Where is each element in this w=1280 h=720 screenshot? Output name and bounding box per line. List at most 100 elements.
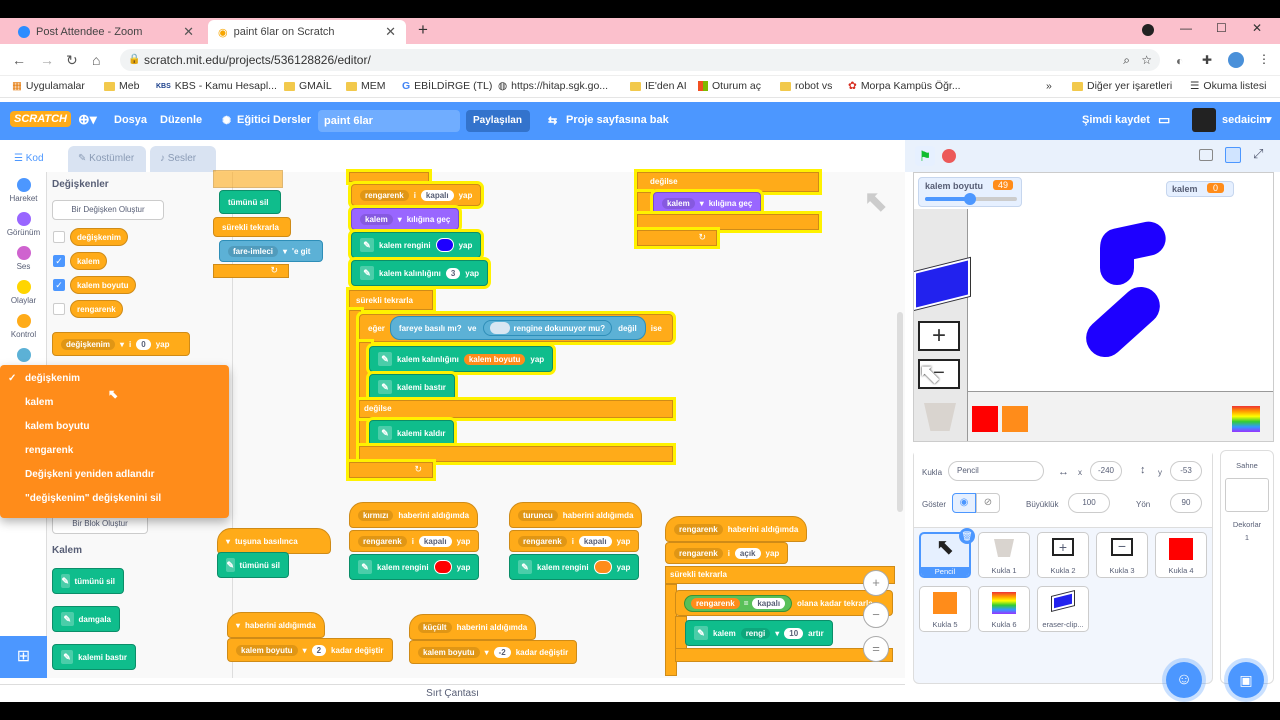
menu-item-rename[interactable]: Değişkeni yeniden adlandır (25, 469, 155, 480)
value-input[interactable]: kapalı (578, 535, 612, 547)
message-dropdown[interactable]: turuncu (518, 509, 558, 521)
sprite-thumb[interactable]: Kukla 5 (919, 586, 971, 632)
orange-color-button[interactable] (1002, 406, 1028, 432)
menu-edit[interactable]: Düzenle (160, 114, 203, 126)
sprite-name-input[interactable]: Pencil (948, 461, 1044, 481)
forever-block[interactable]: sürekli tekrarla (213, 217, 291, 237)
color-swatch[interactable] (435, 238, 454, 252)
var-dropdown[interactable]: rengarenk (358, 535, 407, 547)
share-button[interactable]: Paylaşılan (466, 110, 530, 132)
color-swatch[interactable] (489, 322, 510, 334)
puzzle-icon[interactable]: ✚ (1202, 53, 1213, 67)
var-dropdown[interactable]: rengarenk (518, 535, 567, 547)
pen-clear-block[interactable]: ✎tümünü sil (52, 568, 124, 594)
code-workspace[interactable]: tümünü sil sürekli tekrarla fare-imleci▾… (213, 170, 905, 678)
var-reporter[interactable]: rengarenk (70, 300, 123, 318)
tab-sounds[interactable]: ♪ Sesler (150, 146, 216, 172)
normal-stage-icon[interactable] (1225, 147, 1241, 163)
sprite-thumb[interactable]: Kukla 6 (978, 586, 1030, 632)
menu-item-var[interactable]: rengarenk (25, 445, 74, 456)
bookmark-oturum[interactable]: Oturum aç (698, 80, 761, 92)
var-reporter[interactable]: kalem boyutu (463, 353, 526, 365)
bookmark-reading-list[interactable]: ☰Okuma listesi (1190, 80, 1266, 92)
zoom-in-button[interactable]: + (863, 570, 889, 596)
var-checkbox-checked[interactable]: ✓ (53, 279, 65, 291)
sprite-thumb[interactable]: Kukla 4 (1155, 532, 1207, 578)
bookmark-hitap[interactable]: ◍https://hitap.sgk.go... (498, 80, 608, 92)
green-flag-icon[interactable]: ⚑ (915, 146, 935, 166)
var-dropdown[interactable]: rengarenk (360, 189, 409, 201)
zoom-reset-button[interactable]: = (863, 636, 889, 662)
var-checkbox[interactable] (53, 231, 65, 243)
minus-tool-icon[interactable]: − (918, 359, 960, 389)
menu-file[interactable]: Dosya (114, 114, 148, 126)
globe-icon[interactable]: ⊕▾ (78, 111, 97, 127)
browser-tab-scratch[interactable]: ◉ paint 6lar on Scratch ✕ (208, 20, 406, 44)
scratch-logo[interactable]: SCRATCH (10, 111, 71, 127)
menu-item-delete[interactable]: "değişkenim" değişkenini sil (25, 493, 162, 504)
var-reporter[interactable]: kalem boyutu (70, 276, 136, 294)
menu-item-var[interactable]: kalem boyutu (25, 421, 90, 432)
repeat-until-block[interactable]: rengarenk=kapalı olana kadar tekrarla (675, 590, 893, 616)
menu-tutorials[interactable]: Eğitici Dersler (237, 114, 311, 126)
user-menu[interactable]: sedaicim (1222, 114, 1270, 126)
sprite-thumb[interactable]: −Kukla 3 (1096, 532, 1148, 578)
profile-avatar[interactable] (1228, 52, 1244, 68)
goto-block[interactable]: fare-imleci▾'e git (219, 240, 323, 262)
close-icon[interactable]: ✕ (183, 24, 194, 39)
forever-block-main[interactable]: sürekli tekrarla (349, 290, 433, 310)
pen-stamp-block[interactable]: ✎damgala (52, 606, 120, 632)
value-input[interactable]: kapalı (418, 535, 452, 547)
size-input[interactable]: 100 (1068, 493, 1110, 513)
add-extension-button[interactable]: ⊞ (0, 636, 47, 678)
costume-dropdown[interactable]: kalem (360, 213, 393, 225)
zoom-lens-icon[interactable]: ⌕ (1123, 53, 1130, 67)
extension-icon[interactable]: ◐ (1176, 54, 1184, 68)
category-motion[interactable]: Hareket (0, 178, 47, 203)
minimize-icon[interactable]: — (1180, 21, 1192, 35)
category-events[interactable]: Olaylar (0, 280, 47, 305)
make-variable-button[interactable]: Bir Değişken Oluştur (52, 200, 164, 220)
pen-clear-block[interactable]: ✎tümünü sil (217, 552, 289, 578)
costume-dropdown[interactable]: kalem (662, 197, 695, 209)
mouse-down-condition[interactable]: fareye basılı mı? (398, 323, 462, 333)
bookmark-apps[interactable]: ▦Uygulamalar (12, 80, 85, 92)
menu-item-var[interactable]: değişkenim (25, 373, 81, 384)
more-bookmarks-icon[interactable]: » (1046, 80, 1052, 92)
stage-canvas[interactable]: kalem boyutu 49 kalem 0 + − ⬉ (913, 172, 1274, 442)
workspace-scrollbar[interactable] (897, 312, 903, 512)
var-dropdown[interactable]: kalem boyutu (236, 644, 298, 656)
hide-eye-icon[interactable]: ⊘ (976, 493, 1000, 513)
tab-code[interactable]: ☰ Kod (4, 146, 64, 172)
stage-target-pane[interactable]: Sahne Dekorlar 1 (1220, 450, 1274, 684)
small-stage-icon[interactable] (1199, 149, 1213, 161)
pen-down-block[interactable]: ✎kalemi bastır (369, 374, 455, 400)
var-dropdown[interactable]: değişkenim (61, 338, 116, 350)
tab-costumes[interactable]: ✎ Kostümler (68, 146, 146, 172)
switch-costume-block[interactable]: kalem▾kılığına geç (653, 192, 762, 214)
bookmark-meb[interactable]: Meb (104, 80, 139, 92)
sprite-thumb[interactable]: eraser-clip... (1037, 586, 1089, 632)
value-input[interactable]: kapalı (752, 597, 786, 609)
star-icon[interactable]: ☆ (1141, 53, 1152, 67)
tab-search-icon[interactable] (1142, 24, 1154, 36)
forward-icon[interactable]: → (40, 52, 54, 68)
folder-icon[interactable]: ▭ (1158, 112, 1171, 127)
url-input[interactable]: 🔒 scratch.mit.edu/projects/536128826/edi… (120, 49, 1160, 71)
and-operator[interactable]: fareye basılı mı? ve rengine dokunuyor m… (389, 316, 646, 340)
show-eye-icon[interactable]: ◉ (952, 493, 976, 513)
message-dropdown[interactable]: kırmızı (358, 509, 394, 521)
pen-down-block[interactable]: ✎kalemi bastır (52, 644, 136, 670)
category-control[interactable]: Kontrol (0, 314, 47, 339)
